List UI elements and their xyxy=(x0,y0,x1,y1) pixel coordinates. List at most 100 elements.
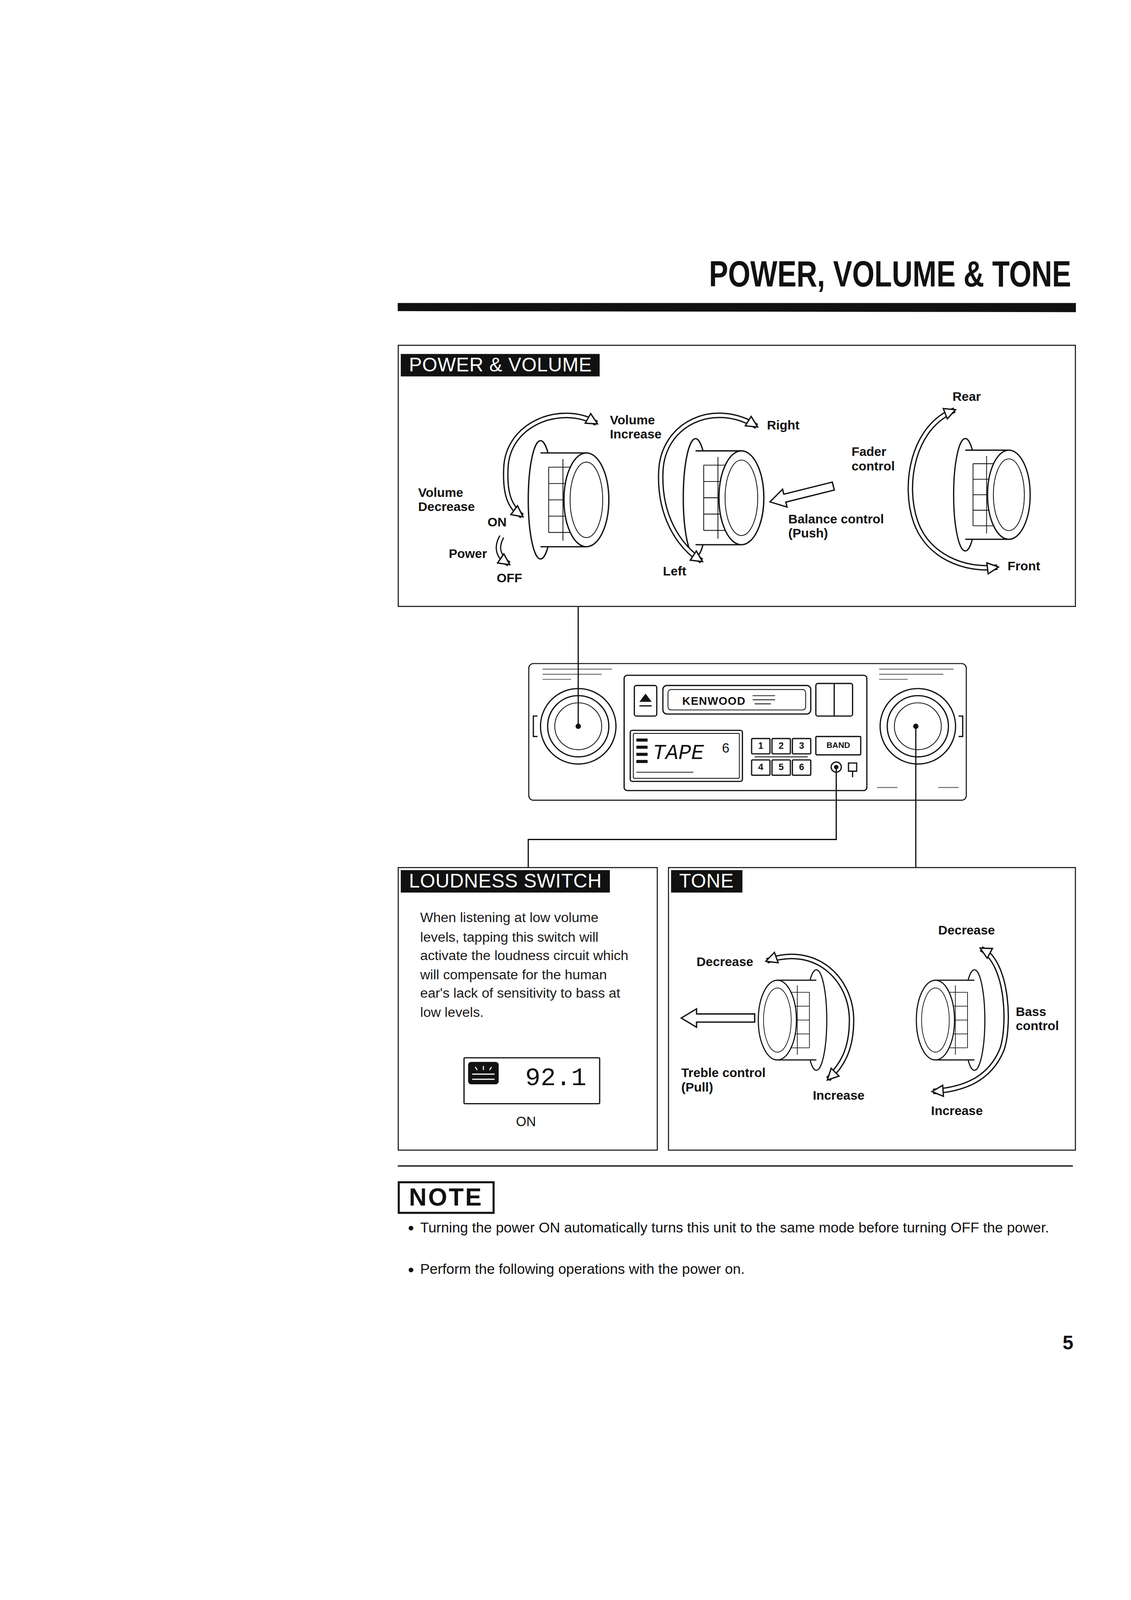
car-stereo-illustration xyxy=(772,738,791,754)
push-arrow xyxy=(767,477,836,511)
pull-arrow xyxy=(681,1008,755,1027)
car-stereo-illustration xyxy=(636,745,648,749)
power-arrow xyxy=(498,536,509,565)
direction-label: Front xyxy=(1007,558,1041,574)
rotation-arrow xyxy=(505,415,597,516)
car-stereo-illustration xyxy=(792,738,811,754)
direction-label: Rear xyxy=(952,389,981,405)
loudness-display xyxy=(468,1061,499,1085)
preset-button-label: 3 xyxy=(792,740,811,752)
car-stereo-illustration xyxy=(578,662,916,801)
title-rule xyxy=(397,303,1076,313)
car-stereo-illustration xyxy=(752,695,776,704)
car-stereo-illustration xyxy=(639,705,652,707)
car-stereo-illustration xyxy=(533,715,963,737)
direction-label: Increase xyxy=(931,1103,983,1118)
car-stereo-illustration xyxy=(887,695,949,757)
button-label: BAND xyxy=(816,740,861,750)
rotation-arrow xyxy=(932,948,1006,1092)
panel: TONE xyxy=(667,866,1076,1151)
preset-button-label: 6 xyxy=(792,761,811,773)
bullet-dot xyxy=(408,1225,414,1272)
rotation-arrow xyxy=(910,410,998,568)
car-stereo-illustration xyxy=(833,683,835,716)
rotation-arrow xyxy=(910,410,998,568)
panel-heading: POWER & VOLUME xyxy=(400,353,601,377)
note-text: Turning the power ON automatically turns… xyxy=(419,1218,1073,1235)
car-stereo-illustration xyxy=(816,683,853,716)
power-arrow xyxy=(498,536,509,565)
preset-button-label: 5 xyxy=(772,761,791,773)
display-readout: 92.1 xyxy=(525,1064,587,1095)
note-heading: NOTE xyxy=(399,1183,493,1212)
panel: LOUDNESS SWITCHWhen listening at low vol… xyxy=(397,866,658,1151)
rotation-arrow xyxy=(660,415,757,561)
rotation-arrow xyxy=(766,956,852,1079)
loudness-display xyxy=(475,1065,492,1070)
leader-line xyxy=(577,606,579,663)
control-label: OFF xyxy=(496,571,523,586)
preset-button-label: 1 xyxy=(751,740,770,752)
leader-line xyxy=(915,800,917,867)
car-stereo-illustration xyxy=(816,736,861,755)
rotation-arrow xyxy=(766,956,852,1079)
car-stereo-illustration xyxy=(636,752,648,756)
control-label: Bass control xyxy=(1015,1004,1072,1035)
balance-knob xyxy=(683,438,764,557)
push-arrow xyxy=(767,477,836,511)
control-label: Treble control (Pull) xyxy=(681,1065,784,1096)
rotation-arrow xyxy=(910,410,998,568)
panel-heading: TONE xyxy=(670,869,742,893)
section-rule xyxy=(397,1165,1073,1166)
control-label: Balance control (Push) xyxy=(788,512,903,542)
panel: POWER & VOLUME xyxy=(397,344,1076,607)
rotation-arrow xyxy=(505,415,597,516)
car-stereo-illustration xyxy=(751,738,770,754)
rotation-arrow xyxy=(660,415,757,561)
car-stereo-illustration xyxy=(792,759,811,776)
description-text: When listening at low volume levels, tap… xyxy=(419,908,639,1023)
bullet-dot xyxy=(408,1225,414,1231)
rotation-arrow xyxy=(660,415,757,561)
car-stereo-illustration xyxy=(542,669,959,788)
display-readout: TAPE xyxy=(652,741,704,767)
note-box: NOTE xyxy=(397,1180,495,1214)
rotation-arrow xyxy=(766,956,852,1079)
volume-knob xyxy=(528,440,610,559)
fader-knob xyxy=(953,438,1030,551)
car-stereo-illustration xyxy=(634,685,657,717)
car-stereo-illustration xyxy=(667,689,806,710)
direction-label: Increase xyxy=(812,1088,865,1103)
section-rule xyxy=(397,1165,1073,1167)
treble-knob xyxy=(758,969,827,1071)
loudness-display xyxy=(472,1073,495,1079)
car-stereo-illustration xyxy=(636,759,648,763)
car-stereo-illustration xyxy=(630,730,743,782)
brand-name: KENWOOD xyxy=(682,694,747,708)
rotation-arrow xyxy=(505,415,597,516)
loudness-display xyxy=(463,1057,600,1104)
rotation-arrow xyxy=(932,948,1006,1092)
page-title: POWER, VOLUME & TONE xyxy=(708,254,1071,294)
rotation-arrow xyxy=(910,410,998,568)
car-stereo-illustration xyxy=(623,675,867,791)
car-stereo-illustration xyxy=(894,702,942,750)
direction-label: Left xyxy=(662,563,687,579)
title-rule xyxy=(397,303,1076,313)
direction-label: Decrease xyxy=(696,954,754,970)
bass-knob xyxy=(916,969,985,1071)
power-arrow xyxy=(498,536,509,565)
leader-line xyxy=(528,800,837,867)
note-text: Perform the following operations with th… xyxy=(419,1260,1073,1277)
control-label: Power xyxy=(448,546,487,562)
page-number: 5 xyxy=(1062,1332,1074,1355)
car-stereo-illustration xyxy=(751,759,770,776)
power-arrow xyxy=(498,536,509,565)
car-stereo-illustration xyxy=(636,738,648,742)
car-stereo-illustration xyxy=(880,688,956,764)
rotation-arrow xyxy=(660,415,757,561)
car-stereo-illustration xyxy=(575,723,581,729)
